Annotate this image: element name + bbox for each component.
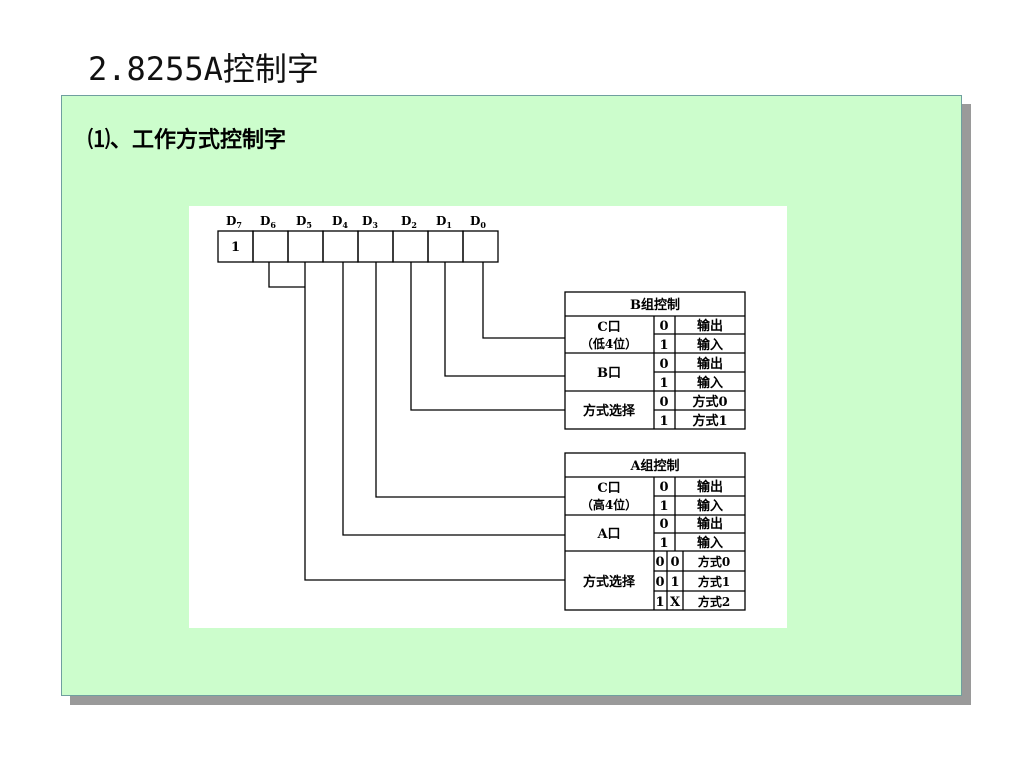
connector-d4 bbox=[342, 262, 565, 536]
group-a-mode-label: 方式选择 bbox=[583, 574, 636, 590]
svg-text:输出: 输出 bbox=[697, 479, 723, 495]
svg-text:输出: 输出 bbox=[697, 356, 723, 372]
svg-text:X: X bbox=[670, 595, 681, 610]
bit-label-d7: D7 bbox=[226, 214, 242, 230]
svg-text:方式0: 方式0 bbox=[698, 554, 730, 569]
bit-label-d5: D5 bbox=[296, 214, 312, 230]
connector-d3 bbox=[375, 262, 565, 498]
svg-text:0: 0 bbox=[659, 395, 668, 410]
bit-label-d0: D0 bbox=[470, 214, 486, 230]
svg-text:方式2: 方式2 bbox=[698, 594, 730, 609]
svg-text:输入: 输入 bbox=[697, 337, 723, 353]
bit-label-d6: D6 bbox=[260, 214, 276, 230]
group-b-portc-label: C口 bbox=[597, 320, 620, 335]
group-a-porta-label: A口 bbox=[596, 527, 620, 542]
group-a-table bbox=[564, 452, 746, 611]
svg-text:1: 1 bbox=[659, 376, 668, 391]
group-b-mode-label: 方式选择 bbox=[583, 403, 636, 419]
group-b-table bbox=[564, 291, 746, 430]
svg-text:0: 0 bbox=[655, 555, 664, 570]
svg-text:输入: 输入 bbox=[697, 498, 723, 514]
svg-text:0: 0 bbox=[659, 480, 668, 495]
group-b-header: B组控制 bbox=[630, 297, 680, 313]
section-subtitle: ⑴、工作方式控制字 bbox=[88, 128, 287, 153]
bit-cell-d0 bbox=[462, 230, 499, 263]
bit-cell-d6 bbox=[252, 230, 289, 263]
group-a-header: A组控制 bbox=[629, 458, 679, 474]
group-b-portb-label: B口 bbox=[597, 366, 621, 381]
svg-text:0: 0 bbox=[659, 319, 668, 334]
group-b-portc-sublabel: （低4位） bbox=[581, 336, 637, 351]
bit-label-d3: D3 bbox=[362, 214, 378, 230]
bit-cell-d5 bbox=[287, 230, 324, 263]
bit-label-d4: D4 bbox=[332, 214, 348, 230]
svg-text:输出: 输出 bbox=[697, 318, 723, 334]
svg-text:方式1: 方式1 bbox=[692, 413, 727, 429]
svg-text:方式0: 方式0 bbox=[692, 394, 727, 410]
bit-cell-d4 bbox=[322, 230, 359, 263]
group-a-portc-sublabel: （高4位） bbox=[581, 497, 637, 512]
connector-d1 bbox=[444, 262, 565, 377]
svg-text:0: 0 bbox=[659, 357, 668, 372]
svg-text:0: 0 bbox=[670, 555, 679, 570]
svg-text:1: 1 bbox=[659, 338, 668, 353]
svg-text:1: 1 bbox=[659, 414, 668, 429]
bit-cell-d3 bbox=[357, 230, 394, 263]
svg-text:输入: 输入 bbox=[697, 535, 723, 551]
connector-d0 bbox=[482, 262, 565, 339]
svg-text:1: 1 bbox=[670, 575, 679, 590]
bit-cell-d1 bbox=[427, 230, 464, 263]
svg-text:0: 0 bbox=[659, 517, 668, 532]
control-word-diagram: D7 D6 D5 D4 D3 D2 D1 D0 1 B组控制 C口 （低4位） … bbox=[189, 206, 787, 628]
bit-label-d2: D2 bbox=[401, 214, 417, 230]
svg-text:输入: 输入 bbox=[697, 375, 723, 391]
svg-text:0: 0 bbox=[655, 575, 664, 590]
svg-text:输出: 输出 bbox=[697, 516, 723, 532]
slide-title: 2.8255A控制字 bbox=[88, 50, 319, 88]
group-a-portc-label: C口 bbox=[597, 481, 620, 496]
bit-cell-d2 bbox=[392, 230, 429, 263]
connector-d5d6 bbox=[268, 262, 305, 288]
svg-text:1: 1 bbox=[655, 595, 664, 610]
connector-d5 bbox=[304, 262, 565, 581]
svg-text:1: 1 bbox=[659, 536, 668, 551]
d7-fixed-value: 1 bbox=[231, 240, 240, 255]
connector-d2 bbox=[410, 262, 565, 411]
bit-label-d1: D1 bbox=[436, 214, 452, 230]
svg-text:1: 1 bbox=[659, 499, 668, 514]
svg-text:方式1: 方式1 bbox=[698, 574, 730, 589]
